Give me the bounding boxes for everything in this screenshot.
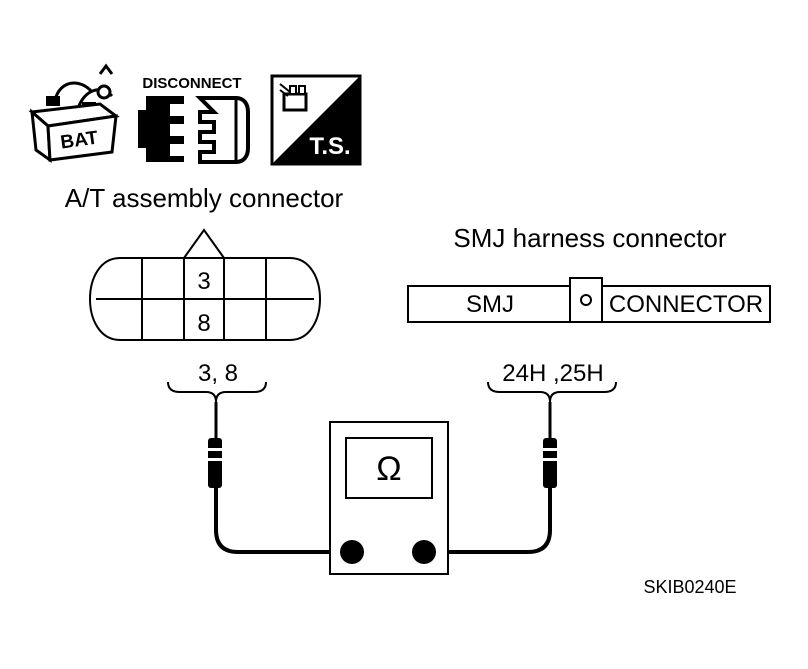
ohmmeter-display	[345, 437, 433, 499]
right-lead	[424, 488, 552, 554]
smj-right-label: CONNECTOR	[609, 291, 763, 318]
smj-harness-connector: SMJ CONNECTOR	[407, 277, 771, 323]
disconnect-icon: DISCONNECT	[138, 75, 250, 164]
left-terminal-jack	[340, 540, 364, 564]
left-lead	[214, 488, 352, 554]
pin-8-label: 8	[197, 310, 210, 337]
smj-connector-title: SMJ harness connector	[453, 223, 726, 253]
smj-left-label: SMJ	[466, 291, 514, 318]
smj-terminals-label: 24H ,25H	[502, 360, 603, 387]
right-probe	[539, 402, 561, 488]
ts-icon: T.S.	[270, 74, 362, 166]
battery-disconnect-icon: BAT	[28, 63, 120, 164]
ohmmeter: Ω	[329, 421, 449, 575]
battery-label: BAT	[59, 127, 100, 153]
disconnect-label: DISCONNECT	[142, 75, 241, 92]
at-connector-title: A/T assembly connector	[65, 183, 344, 213]
ts-label: T.S.	[309, 133, 350, 160]
figure-id: SKIB0240E	[643, 577, 736, 597]
left-probe	[204, 402, 226, 488]
pin-3-label: 3	[197, 268, 210, 295]
at-terminals-label: 3, 8	[198, 360, 238, 387]
ohm-symbol: Ω	[376, 450, 401, 488]
at-assembly-connector: 3 8	[89, 228, 321, 341]
right-terminal-jack	[412, 540, 436, 564]
